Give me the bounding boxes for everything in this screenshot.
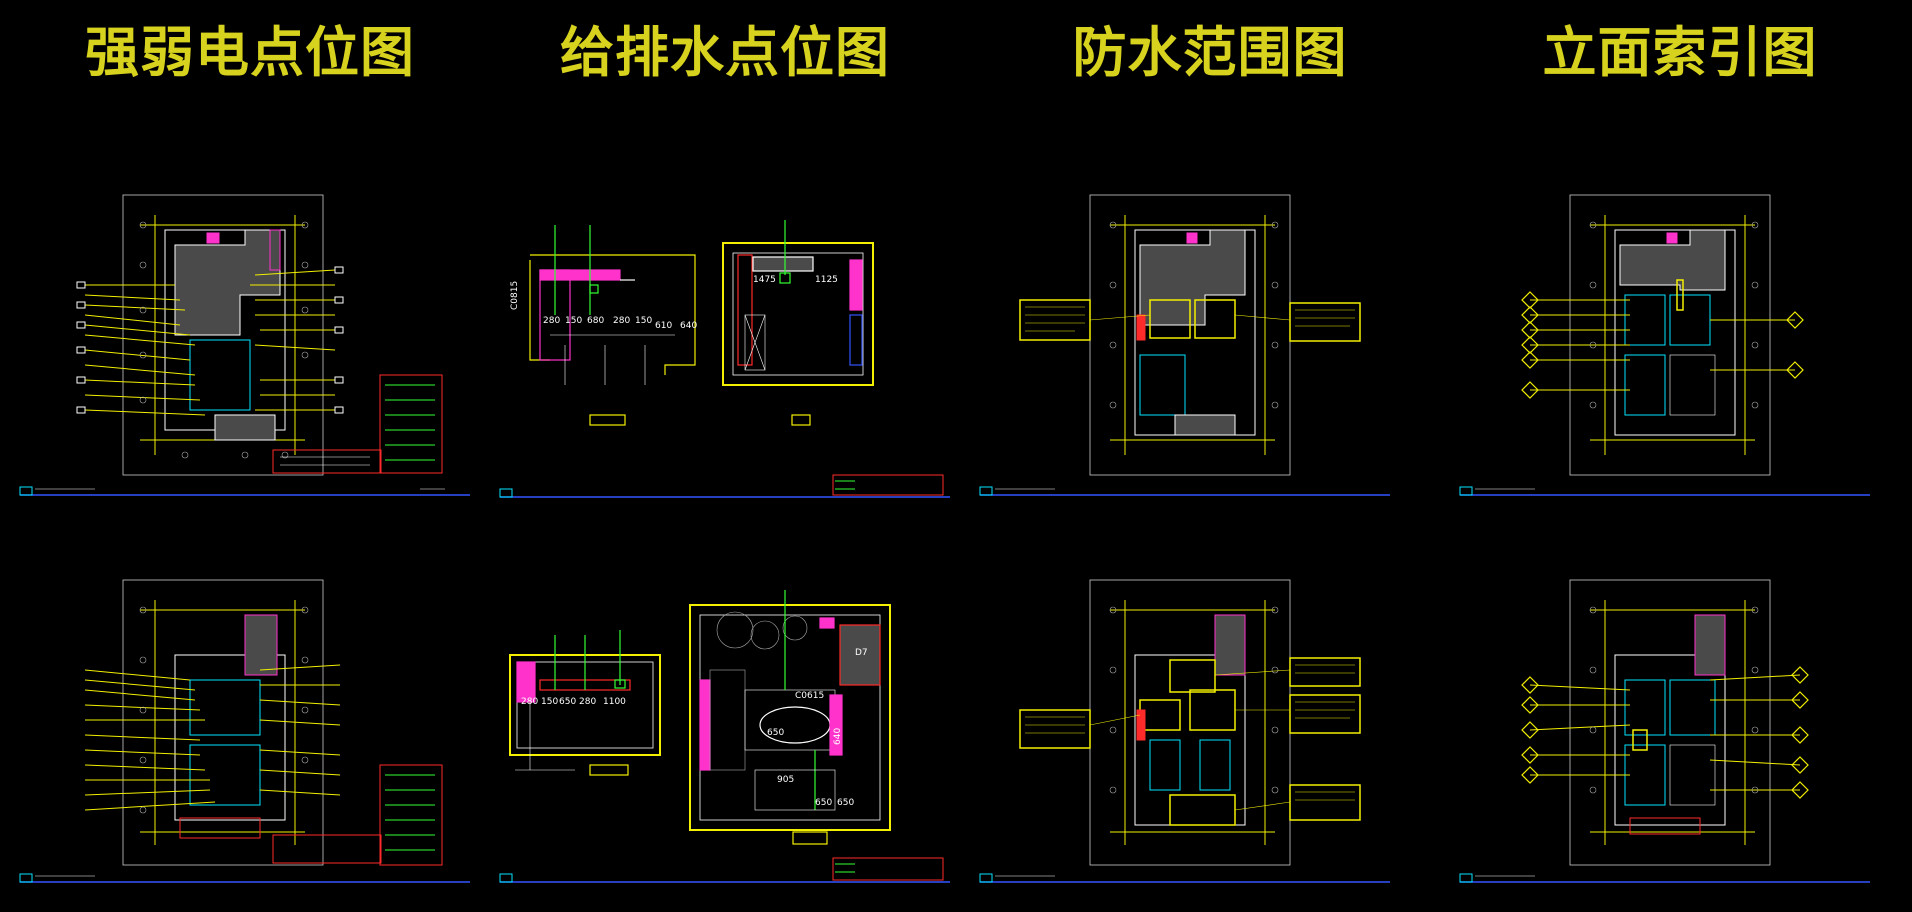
drawing-waterproof-1 bbox=[979, 194, 1390, 496]
drawing-waterproof-2 bbox=[979, 579, 1390, 883]
title-elevation: 立面索引图 bbox=[1542, 21, 1818, 84]
dim-a4: 280 bbox=[613, 316, 630, 326]
drawing-electrical-2 bbox=[19, 579, 470, 883]
dim-c6: 650 bbox=[837, 798, 854, 808]
dim-c1: C0615 bbox=[795, 691, 824, 701]
dim-k1: 280 bbox=[521, 697, 538, 707]
dim-side: C0815 bbox=[510, 281, 520, 310]
title-waterproof: 防水范围图 bbox=[1072, 21, 1348, 84]
drawing-elevation-1 bbox=[1459, 194, 1870, 496]
dim-a3: 680 bbox=[587, 316, 604, 326]
drawing-electrical-1 bbox=[19, 194, 470, 496]
dim-a6: 610 bbox=[655, 321, 672, 331]
dim-c3: 640 bbox=[833, 728, 843, 745]
sheet-waterproof-1 bbox=[975, 185, 1395, 510]
dim-a2: 150 bbox=[565, 316, 582, 326]
dim-k4: 280 bbox=[579, 697, 596, 707]
dim-k5: 1100 bbox=[603, 697, 626, 707]
sheet-electrical-1 bbox=[15, 185, 475, 510]
sheet-waterproof-2 bbox=[975, 570, 1395, 895]
sheet-elevation-2 bbox=[1455, 570, 1895, 895]
sheet-plumbing-2: 280 150 650 280 1100 C0615 650 640 905 6… bbox=[495, 570, 955, 895]
dim-b1: 1475 bbox=[753, 275, 776, 285]
title-electrical: 强弱电点位图 bbox=[85, 21, 415, 84]
sheet-elevation-1 bbox=[1455, 185, 1895, 510]
dim-k2: 150 bbox=[541, 697, 558, 707]
dim-c5: 650 bbox=[815, 798, 832, 808]
dim-c4: 905 bbox=[777, 775, 794, 785]
drawing-elevation-2 bbox=[1459, 579, 1870, 883]
sheet-electrical-2 bbox=[15, 570, 475, 895]
dim-a7: 640 bbox=[680, 321, 697, 331]
dim-k3: 650 bbox=[559, 697, 576, 707]
sheet-plumbing-1: 280 150 680 280 150 610 640 C0815 1475 1… bbox=[495, 185, 955, 510]
title-plumbing: 给排水点位图 bbox=[560, 21, 890, 84]
dim-c2: 650 bbox=[767, 728, 784, 738]
dim-a5: 150 bbox=[635, 316, 652, 326]
dim-a1: 280 bbox=[543, 316, 560, 326]
drawing-plumbing-2: 280 150 650 280 1100 C0615 650 640 905 6… bbox=[499, 590, 950, 883]
dim-d7: D7 bbox=[855, 648, 868, 658]
drawing-plumbing-1: 280 150 680 280 150 610 640 C0815 1475 1… bbox=[499, 220, 950, 498]
dim-b2: 1125 bbox=[815, 275, 838, 285]
